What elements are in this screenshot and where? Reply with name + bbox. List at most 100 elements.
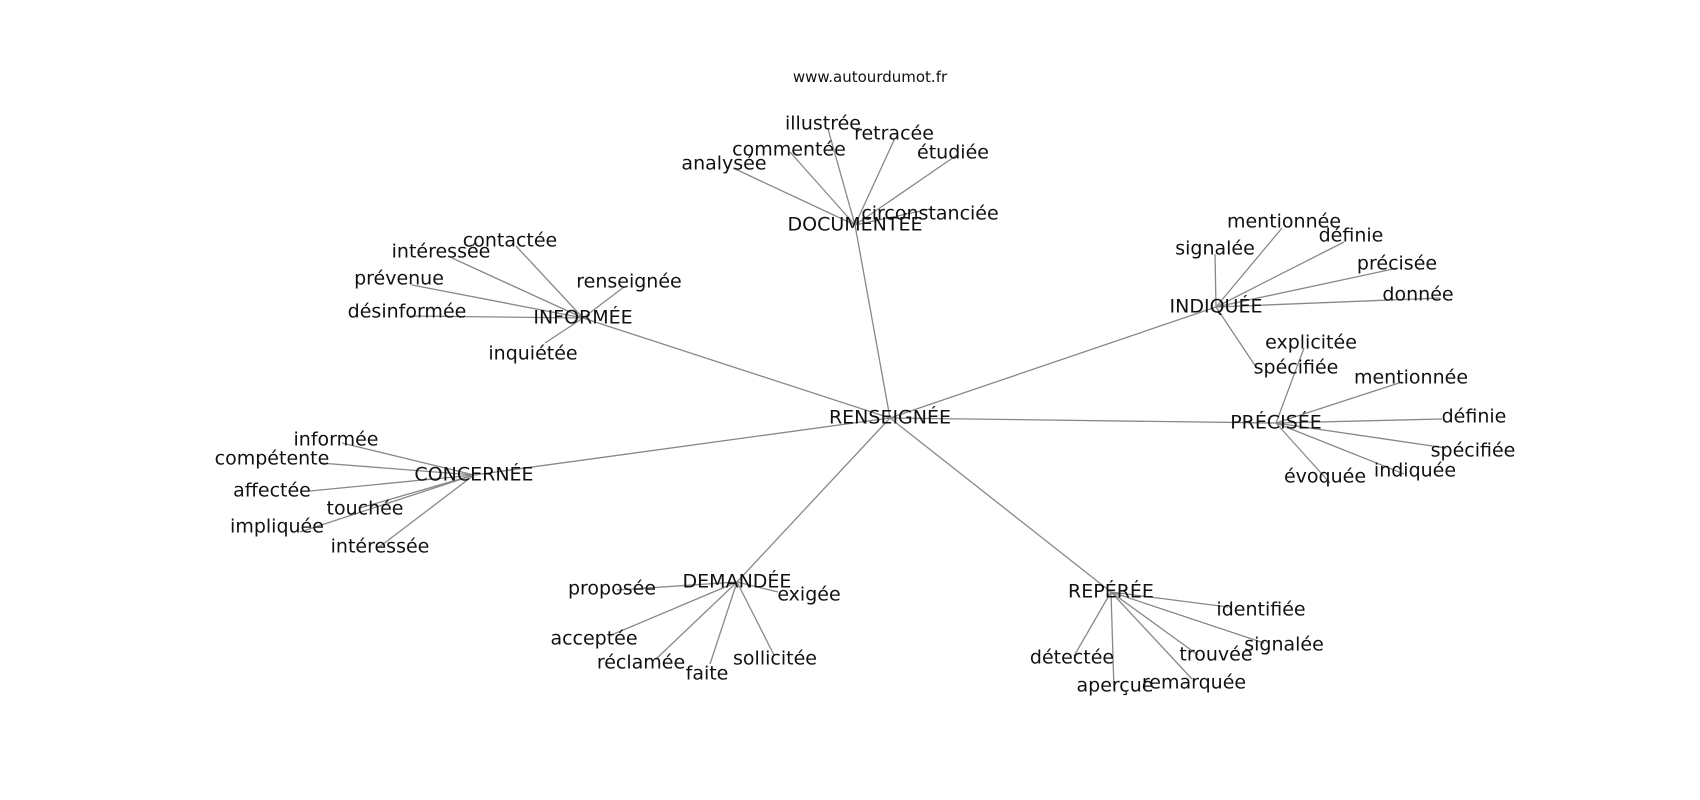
leaf-node: contactée [463, 230, 557, 252]
leaf-node: commentée [732, 139, 846, 161]
leaf-node: proposée [568, 578, 656, 600]
leaf-node: inquiétée [488, 343, 577, 365]
hub-to-leaf-edge [854, 137, 896, 226]
hub-to-leaf-edge [359, 474, 475, 509]
leaf-node: touchée [327, 498, 404, 520]
graph-edges [299, 128, 1447, 691]
hub-to-leaf-edge [309, 474, 475, 492]
leaf-node: définie [1319, 225, 1384, 247]
hub-to-leaf-edge [1110, 591, 1199, 656]
leaf-node: réclamée [597, 652, 685, 674]
leaf-node: définie [1442, 406, 1507, 428]
hub-to-leaf-edge [1110, 591, 1265, 644]
leaf-node: identifiée [1216, 599, 1305, 621]
leaf-node: aperçue [1077, 675, 1154, 697]
leaf-node: mentionnée [1227, 211, 1341, 233]
leaf-node: évoquée [1284, 466, 1366, 488]
center-to-hub-edge [854, 224, 891, 419]
center-to-hub-edge [473, 417, 891, 476]
leaf-node: remarquée [1142, 672, 1246, 694]
leaf-node: spécifiée [1431, 440, 1516, 462]
leaf-node: analysée [681, 153, 766, 175]
leaf-node: retracée [854, 123, 934, 145]
center-to-hub-edge [889, 306, 1217, 419]
hub-to-leaf-edge [1215, 227, 1283, 308]
hub-to-leaf-edge [736, 581, 775, 656]
hub-to-leaf-edge [1110, 591, 1193, 680]
hub-node: DEMANDÉE [683, 570, 792, 593]
hub-to-leaf-edge [1215, 297, 1441, 308]
source-credit: www.autourdumot.fr [793, 68, 948, 86]
hub-to-leaf-edge [1275, 422, 1447, 449]
leaf-node: intéressée [331, 536, 430, 558]
hub-to-leaf-edge [608, 581, 738, 637]
hub-to-leaf-edge [451, 257, 584, 319]
leaf-node: compétente [215, 448, 330, 470]
leaf-node: faite [686, 663, 729, 685]
hub-to-leaf-edge [582, 286, 625, 319]
hub-to-leaf-edge [1073, 591, 1112, 657]
hub-to-leaf-edge [1110, 591, 1229, 608]
leaf-node: précisée [1357, 253, 1437, 275]
leaf-node: intéressée [392, 241, 491, 263]
hub-to-leaf-edge [409, 315, 584, 319]
hub-node: CONCERNÉE [414, 463, 533, 486]
leaf-node: étudiée [917, 142, 989, 164]
hub-to-leaf-edge [854, 208, 931, 226]
leaf-node: détectée [1030, 647, 1114, 669]
leaf-node: désinformée [348, 301, 467, 323]
hub-node: PRÉCISÉE [1230, 411, 1322, 434]
leaf-node: sollicitée [733, 648, 817, 670]
hub-to-leaf-edge [299, 474, 475, 533]
leaf-node: donnée [1382, 284, 1453, 306]
center-to-hub-edge [889, 417, 1277, 424]
leaf-node: renseignée [576, 271, 681, 293]
leaf-node: indiquée [1374, 460, 1456, 482]
leaf-node: explicitée [1265, 332, 1357, 354]
leaf-node: signalée [1244, 634, 1324, 656]
leaf-node: exigée [777, 584, 840, 606]
hub-to-leaf-edge [411, 284, 584, 319]
hub-to-leaf-edge [1215, 241, 1345, 308]
leaf-node: informée [294, 429, 379, 451]
hub-to-leaf-edge [515, 245, 584, 319]
hub-to-leaf-edge [732, 167, 856, 226]
hub-to-leaf-edge [1215, 306, 1257, 368]
leaf-node: impliquée [230, 516, 324, 538]
hub-to-leaf-edge [1275, 418, 1443, 424]
center-node: RENSEIGNÉE [829, 406, 951, 429]
hub-to-leaf-edge [616, 581, 738, 591]
hub-to-leaf-edge [1275, 347, 1305, 424]
leaf-node: signalée [1175, 238, 1255, 260]
hub-to-leaf-edge [736, 581, 779, 593]
hub-node: REPÉRÉE [1068, 580, 1154, 603]
hub-to-leaf-edge [655, 581, 738, 660]
hub-to-leaf-edge [1215, 267, 1399, 308]
center-to-hub-edge [889, 417, 1112, 593]
hub-to-leaf-edge [827, 128, 856, 226]
hub-to-leaf-edge [789, 151, 856, 226]
hub-node: INFORMÉE [533, 306, 632, 329]
leaf-node: spécifiée [1254, 357, 1339, 379]
hub-to-leaf-edge [1275, 381, 1403, 424]
hub-to-leaf-edge [544, 317, 584, 344]
hub-node: DOCUMENTÉE [788, 213, 923, 236]
hub-to-leaf-edge [341, 442, 475, 476]
center-to-hub-edge [736, 417, 891, 583]
leaf-node: affectée [233, 480, 311, 502]
leaf-node: circonstanciée [861, 203, 998, 225]
hub-to-leaf-edge [709, 581, 738, 665]
hub-to-leaf-edge [377, 474, 475, 549]
leaf-node: trouvée [1179, 644, 1252, 666]
hub-to-leaf-edge [319, 462, 475, 476]
leaf-node: illustrée [785, 113, 861, 135]
hub-node: INDIQUÉE [1170, 295, 1263, 318]
leaf-node: prévenue [354, 268, 444, 290]
leaf-node: acceptée [550, 628, 637, 650]
hub-to-leaf-edge [1275, 422, 1405, 475]
center-to-hub-edge [582, 317, 891, 419]
leaf-node: mentionnée [1354, 367, 1468, 389]
hub-to-leaf-edge [1275, 422, 1331, 484]
hub-to-leaf-edge [854, 154, 958, 226]
